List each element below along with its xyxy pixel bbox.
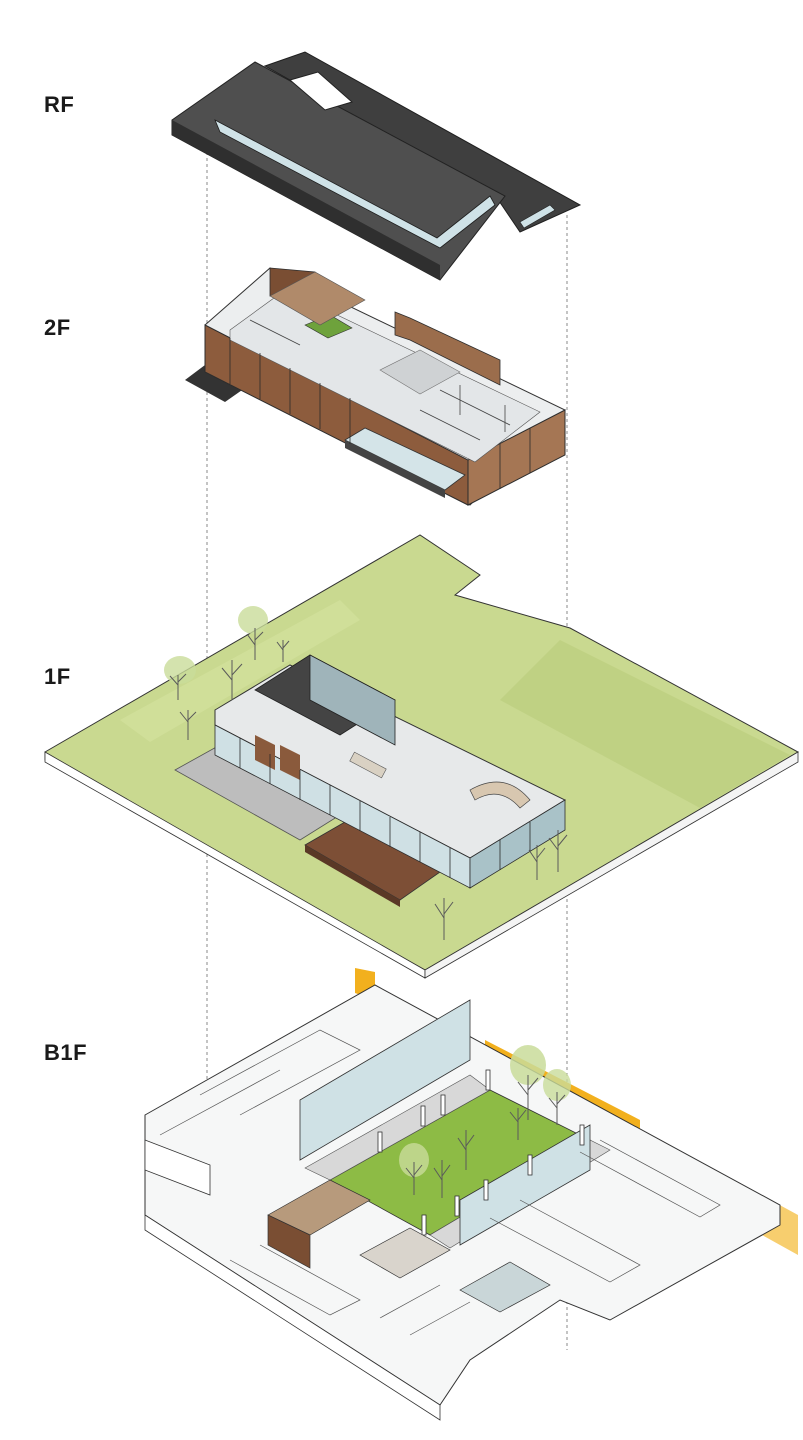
b1f-glass-wall-back	[299, 999, 471, 1161]
tree	[528, 845, 546, 880]
column	[454, 1195, 460, 1217]
2f-wood-deck	[269, 271, 366, 326]
column	[483, 1179, 489, 1201]
1f-wood-deck-edge	[305, 845, 400, 907]
2f-partition	[249, 319, 301, 346]
column	[421, 1214, 427, 1236]
column	[485, 1069, 491, 1091]
label-rf: RF	[44, 92, 75, 117]
b1f-glass-wall-front	[459, 1124, 591, 1246]
1f-dining-table	[349, 751, 387, 779]
1f-lawn-shade	[500, 640, 790, 808]
column	[527, 1154, 533, 1176]
2f-canopy	[185, 365, 245, 402]
tree	[434, 898, 454, 940]
2f-partition	[419, 409, 481, 441]
level-2f	[185, 267, 566, 506]
tree	[543, 1069, 571, 1125]
b1f-slab-front	[144, 1139, 211, 1196]
tree	[510, 1045, 546, 1120]
tree	[509, 1108, 527, 1140]
2f-balcony-edge	[345, 440, 445, 498]
2f-lounge-rug	[379, 349, 461, 395]
2f-back-wall-2	[394, 311, 501, 386]
1f-wood-wall	[280, 745, 300, 780]
level-1f	[44, 534, 800, 979]
roof-wing-glazing	[519, 204, 556, 229]
roof-front-face	[172, 120, 440, 280]
label-2f: 2F	[44, 315, 71, 340]
b1f-trees	[399, 1045, 571, 1198]
b1f-slab-side-left	[144, 1115, 441, 1421]
tree	[433, 1160, 451, 1198]
2f-facade-mullions	[229, 338, 531, 489]
1f-lawn-shade	[120, 600, 360, 742]
label-1f: 1F	[44, 664, 71, 689]
1f-trees	[164, 606, 568, 940]
label-b1f: B1F	[44, 1040, 88, 1065]
roof-clerestory-glazing	[214, 119, 496, 249]
2f-wood-facade-side	[467, 409, 566, 506]
roof-skylight	[288, 71, 354, 111]
tree	[164, 656, 196, 700]
level-b1f	[144, 968, 798, 1421]
roof-level	[171, 51, 582, 281]
tree	[179, 710, 197, 740]
b1f-room-outlines	[159, 1029, 721, 1336]
b1f-wood-wall	[267, 1214, 311, 1269]
column	[377, 1131, 383, 1153]
1f-facade-mullions	[239, 738, 531, 878]
1f-glazing-side	[469, 799, 566, 889]
b1f-room	[359, 1227, 451, 1279]
tree	[457, 1130, 475, 1170]
b1f-columns	[377, 1069, 585, 1236]
2f-partition	[439, 389, 511, 426]
tree	[238, 606, 268, 660]
tree	[399, 1143, 429, 1195]
1f-curved-stair	[469, 781, 531, 809]
1f-tall-glazing	[309, 654, 396, 746]
column	[440, 1094, 446, 1116]
1f-site-edge-right	[424, 751, 799, 979]
tree	[548, 830, 568, 872]
b1f-library	[459, 1261, 551, 1313]
2f-partitions	[249, 319, 511, 441]
column	[420, 1105, 426, 1127]
column	[579, 1124, 585, 1146]
tree	[276, 640, 290, 662]
tree	[221, 660, 243, 700]
